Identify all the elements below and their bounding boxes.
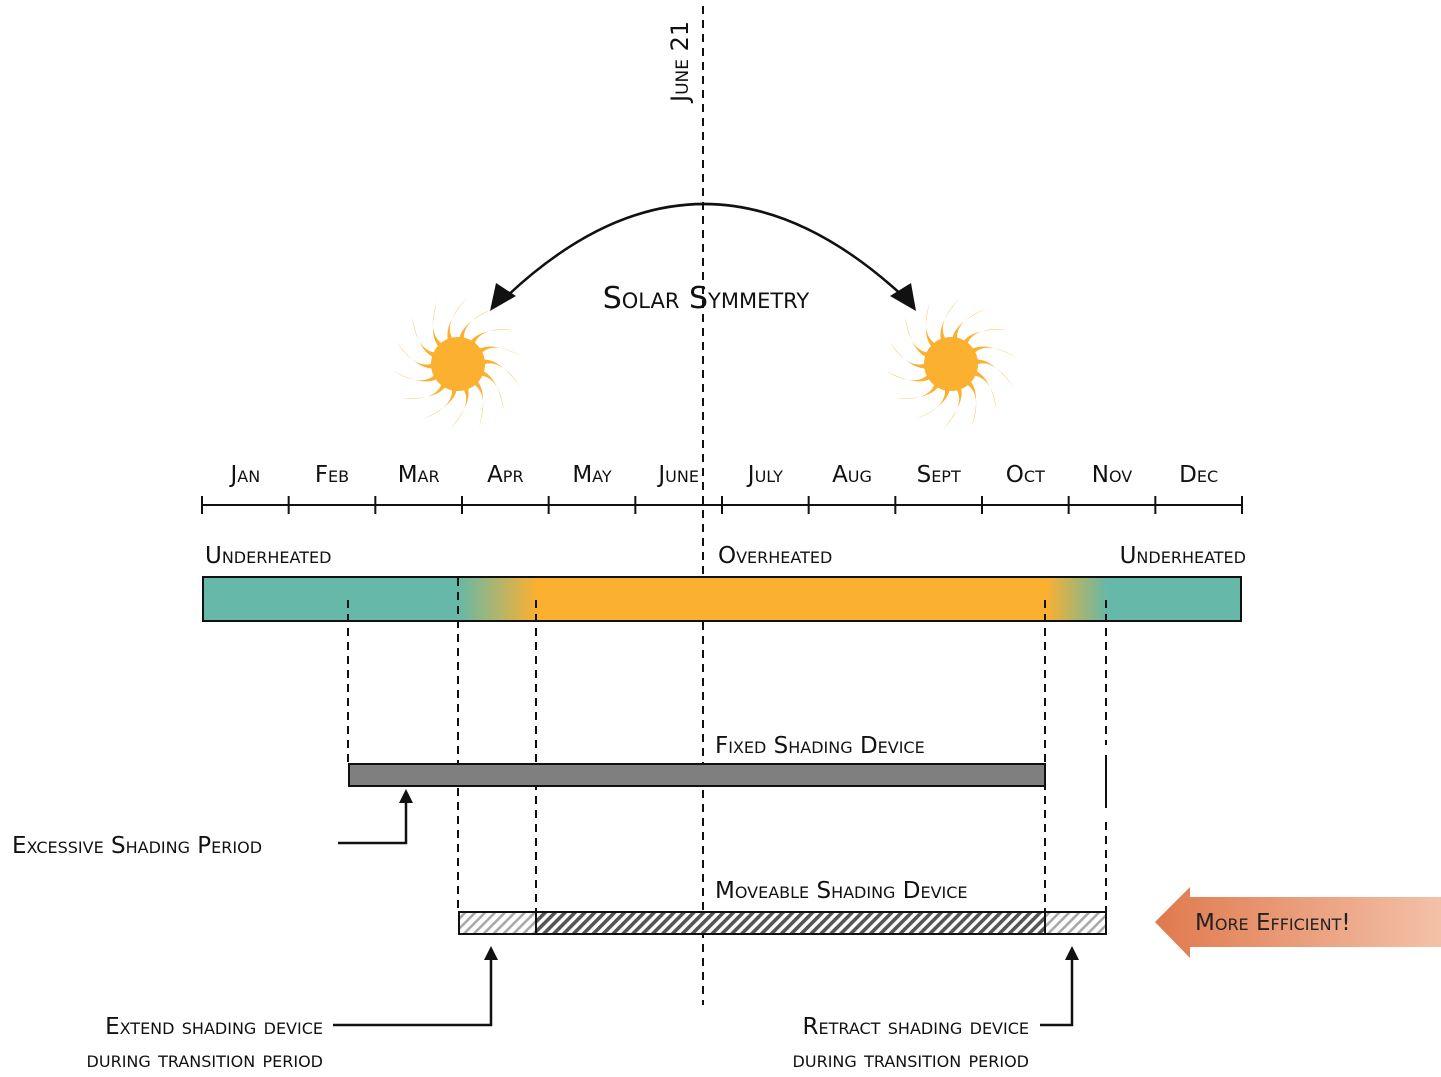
month-label: May bbox=[572, 462, 612, 488]
overheated-segment bbox=[537, 577, 1046, 621]
fixed-device-label: Fixed Shading Device bbox=[715, 733, 925, 759]
retract-label-line2: during transition period bbox=[793, 1047, 1029, 1073]
month-label: Feb bbox=[315, 462, 349, 488]
symmetry-arc bbox=[504, 202, 906, 299]
month-label: Apr bbox=[487, 462, 524, 488]
month-label: June bbox=[656, 462, 699, 488]
sun-ray bbox=[885, 298, 1017, 430]
month-label: Dec bbox=[1179, 462, 1218, 488]
diagram-title: Solar Symmetry bbox=[603, 281, 810, 316]
arc-arrowhead-left bbox=[490, 283, 516, 311]
transition-spring-segment bbox=[458, 577, 537, 621]
underheated-segment bbox=[203, 577, 458, 621]
fixed-shading-bar bbox=[348, 763, 1046, 787]
moveable-shading-bar bbox=[458, 911, 1107, 935]
month-label: July bbox=[746, 462, 783, 488]
month-label: Jan bbox=[228, 462, 260, 488]
retract-leader bbox=[1040, 957, 1074, 1027]
guide-lines bbox=[347, 578, 1107, 912]
extend-arrowhead bbox=[484, 946, 498, 960]
thermal-bar bbox=[202, 576, 1242, 622]
sun-ray bbox=[392, 298, 524, 430]
month-label: Nov bbox=[1092, 462, 1133, 488]
sun-icon bbox=[392, 298, 524, 430]
extend-label-line1: Extend shading device bbox=[105, 1014, 323, 1040]
retract-label-line1: Retract shading device bbox=[803, 1014, 1029, 1040]
zone-label-underheated-left: Underheated bbox=[205, 543, 331, 569]
excessive-leader bbox=[338, 800, 408, 845]
sun-icon bbox=[885, 298, 1017, 430]
underheated-segment bbox=[1107, 577, 1241, 621]
extend-label-line2: during transition period bbox=[87, 1047, 323, 1073]
moveable-device-label: Moveable Shading Device bbox=[715, 878, 968, 904]
sun-core bbox=[431, 337, 485, 391]
month-label: Mar bbox=[398, 462, 440, 488]
extend-leader bbox=[333, 957, 493, 1027]
timeline-ticks bbox=[201, 496, 1243, 514]
zone-label-overheated: Overheated bbox=[718, 543, 832, 569]
sun-core bbox=[924, 337, 978, 391]
excessive-arrowhead bbox=[399, 789, 413, 803]
retract-arrowhead bbox=[1065, 946, 1079, 960]
month-label: Sept bbox=[917, 462, 961, 488]
june21-label: June 21 bbox=[666, 21, 694, 104]
arc-arrowhead-right bbox=[890, 283, 916, 311]
thermal-bar-outline bbox=[202, 576, 1242, 622]
month-labels: Jan Feb Mar Apr May June July Aug Sept Oct Nov Dec bbox=[228, 462, 1218, 488]
month-label: Oct bbox=[1006, 462, 1045, 488]
month-label: Aug bbox=[832, 462, 872, 488]
zone-label-underheated-right: Underheated bbox=[1120, 543, 1246, 569]
efficient-arrow-icon bbox=[1155, 887, 1441, 958]
efficient-label: More Efficient! bbox=[1195, 910, 1351, 936]
excessive-shading-label: Excessive Shading Period bbox=[12, 833, 262, 859]
transition-fall-segment bbox=[1046, 577, 1107, 621]
